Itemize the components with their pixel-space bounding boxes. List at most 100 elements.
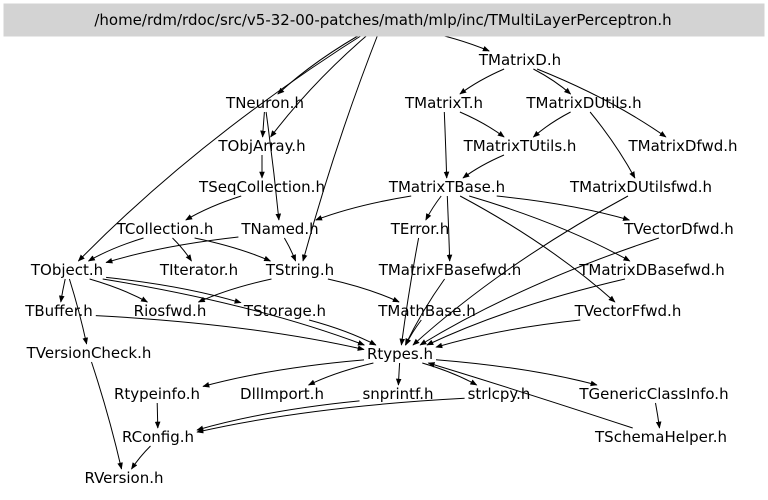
edge-strlcpy-to-RConfig	[196, 397, 465, 434]
node-TObject[interactable]: TObject.h	[30, 261, 103, 279]
node-TMatrixDUtils[interactable]: TMatrixDUtils.h	[525, 94, 641, 112]
node-TMatrixTBase[interactable]: TMatrixTBase.h	[388, 178, 505, 196]
edge-layer	[58, 28, 667, 470]
node-label: Rtypes.h	[367, 345, 433, 363]
edge-TMatrixD-to-TMatrixDfwd	[536, 68, 667, 138]
node-label: TStorage.h	[243, 302, 326, 320]
edge-TMatrixTBase-to-TVectorDfwd	[496, 195, 630, 221]
edge-TCollection-to-TObject	[87, 237, 144, 262]
node-label: TIterator.h	[159, 261, 238, 279]
edge-TNamed-to-TObject	[105, 236, 239, 264]
edge-TSchemaHelper-to-Rtypes	[427, 362, 633, 429]
root-node-box	[3, 3, 765, 37]
edge-TMatrixTUtils-to-TMatrixTBase	[462, 154, 505, 179]
edge-TVectorDfwd-to-Rtypes	[419, 237, 660, 346]
node-TMatrixT[interactable]: TMatrixT.h	[404, 94, 483, 112]
edge-TObject-to-TBuffer	[58, 278, 66, 303]
node-TMatrixTUtils[interactable]: TMatrixTUtils.h	[463, 137, 577, 155]
node-Riosfwd[interactable]: Riosfwd.h	[134, 302, 207, 320]
edge-TVectorFfwd-to-Rtypes	[435, 319, 581, 349]
node-TMatrixDfwd[interactable]: TMatrixDfwd.h	[627, 137, 737, 155]
node-label: TGenericClassInfo.h	[578, 385, 728, 403]
edge-TMathBase-to-Rtypes	[405, 319, 422, 346]
node-strlcpy[interactable]: strlcpy.h	[468, 385, 531, 403]
node-label: TVectorFfwd.h	[574, 302, 682, 320]
node-label: TMatrixT.h	[404, 94, 483, 112]
node-label: TBuffer.h	[24, 302, 93, 320]
node-TSchemaHelper[interactable]: TSchemaHelper.h	[594, 428, 727, 446]
edge-TMatrixT-to-TMatrixTBase	[443, 111, 450, 179]
edge-TObject-to-TVersionCheck	[68, 278, 88, 345]
node-label: TMatrixDfwd.h	[627, 137, 737, 155]
node-TNamed[interactable]: TNamed.h	[240, 220, 318, 238]
edge-Rtypes-to-Rtypeinfo	[202, 359, 365, 388]
node-TMatrixD[interactable]: TMatrixD.h	[478, 51, 561, 69]
node-label: TObject.h	[30, 261, 103, 279]
edge-RConfig-to-RVersion	[131, 445, 151, 470]
edge-snprintf-to-RConfig	[196, 400, 360, 431]
node-label: TSeqCollection.h	[198, 178, 325, 196]
node-label: /home/rdm/rdoc/src/v5-32-00-patches/math…	[94, 11, 671, 29]
edge-Rtypes-to-TGenericClassInfo	[435, 359, 598, 387]
node-label: TMatrixDUtils.h	[525, 94, 641, 112]
node-TNeuron[interactable]: TNeuron.h	[225, 94, 304, 112]
edge-TObject-to-Riosfwd	[89, 278, 149, 303]
node-TSeqCollection[interactable]: TSeqCollection.h	[198, 178, 325, 196]
node-TIterator[interactable]: TIterator.h	[159, 261, 238, 279]
node-label: DllImport.h	[240, 385, 324, 403]
node-RVersion[interactable]: RVersion.h	[84, 469, 163, 487]
node-TString[interactable]: TString.h	[265, 261, 334, 279]
edge-TMatrixDUtils-to-TMatrixDUtilsfwd	[589, 111, 636, 179]
node-TCollection[interactable]: TCollection.h	[116, 220, 214, 238]
edge-TGenericClassInfo-to-TSchemaHelper	[655, 402, 662, 429]
node-TStorage[interactable]: TStorage.h	[243, 302, 326, 320]
node-TMatrixDBasefwd[interactable]: TMatrixDBasefwd.h	[578, 261, 725, 279]
node-TObjArray[interactable]: TObjArray.h	[217, 137, 305, 155]
edge-TMatrixTBase-to-TVectorFfwd	[459, 195, 616, 303]
edge-TMatrixTBase-to-TNamed	[315, 195, 412, 221]
edge-TMatrixTBase-to-TMatrixFBasefwd	[446, 195, 453, 262]
edge-TMatrixD-to-TMatrixT	[459, 68, 505, 95]
edge-TCollection-to-TString	[194, 237, 272, 262]
node-RConfig[interactable]: RConfig.h	[122, 428, 194, 446]
node-label: TVectorDfwd.h	[623, 220, 734, 238]
edge-TMatrixDUtils-to-TMatrixTUtils	[532, 111, 571, 138]
node-label: snprintf.h	[362, 385, 433, 403]
node-label: TNamed.h	[240, 220, 318, 238]
node-label: strlcpy.h	[468, 385, 531, 403]
node-label: TMatrixFBasefwd.h	[378, 261, 522, 279]
node-TBuffer[interactable]: TBuffer.h	[24, 302, 93, 320]
node-DllImport[interactable]: DllImport.h	[240, 385, 324, 403]
node-TError[interactable]: TError.h	[390, 220, 450, 238]
node-label: Rtypeinfo.h	[114, 385, 200, 403]
node-root[interactable]: /home/rdm/rdoc/src/v5-32-00-patches/math…	[3, 3, 765, 37]
node-TGenericClassInfo[interactable]: TGenericClassInfo.h	[578, 385, 728, 403]
node-label: Riosfwd.h	[134, 302, 207, 320]
node-TVersionCheck[interactable]: TVersionCheck.h	[26, 344, 152, 362]
node-label: TString.h	[265, 261, 334, 279]
node-snprintf[interactable]: snprintf.h	[362, 385, 433, 403]
edge-TObject-to-TStorage	[106, 276, 242, 304]
edge-TStorage-to-Rtypes	[308, 319, 377, 346]
node-TMatrixFBasefwd[interactable]: TMatrixFBasefwd.h	[378, 261, 522, 279]
node-TVectorFfwd[interactable]: TVectorFfwd.h	[574, 302, 682, 320]
node-label: TSchemaHelper.h	[594, 428, 727, 446]
node-Rtypes[interactable]: Rtypes.h	[367, 345, 433, 363]
node-Rtypeinfo[interactable]: Rtypeinfo.h	[114, 385, 200, 403]
node-label: TMatrixDBasefwd.h	[578, 261, 725, 279]
node-label: TError.h	[390, 220, 450, 238]
node-label: TMatrixD.h	[478, 51, 561, 69]
node-label: TNeuron.h	[225, 94, 304, 112]
node-layer: /home/rdm/rdoc/src/v5-32-00-patches/math…	[3, 3, 765, 487]
edge-TCollection-to-TIterator	[172, 237, 192, 262]
edge-Rtypeinfo-to-RConfig	[154, 402, 161, 429]
node-label: RVersion.h	[84, 469, 163, 487]
node-label: TMatrixTUtils.h	[463, 137, 577, 155]
node-TVectorDfwd[interactable]: TVectorDfwd.h	[623, 220, 734, 238]
node-label: TMathBase.h	[377, 302, 476, 320]
node-TMathBase[interactable]: TMathBase.h	[377, 302, 476, 320]
node-TMatrixDUtilsfwd[interactable]: TMatrixDUtilsfwd.h	[569, 178, 712, 196]
edge-root-to-TObjArray	[270, 28, 375, 138]
edge-TError-to-Rtypes	[399, 237, 420, 346]
